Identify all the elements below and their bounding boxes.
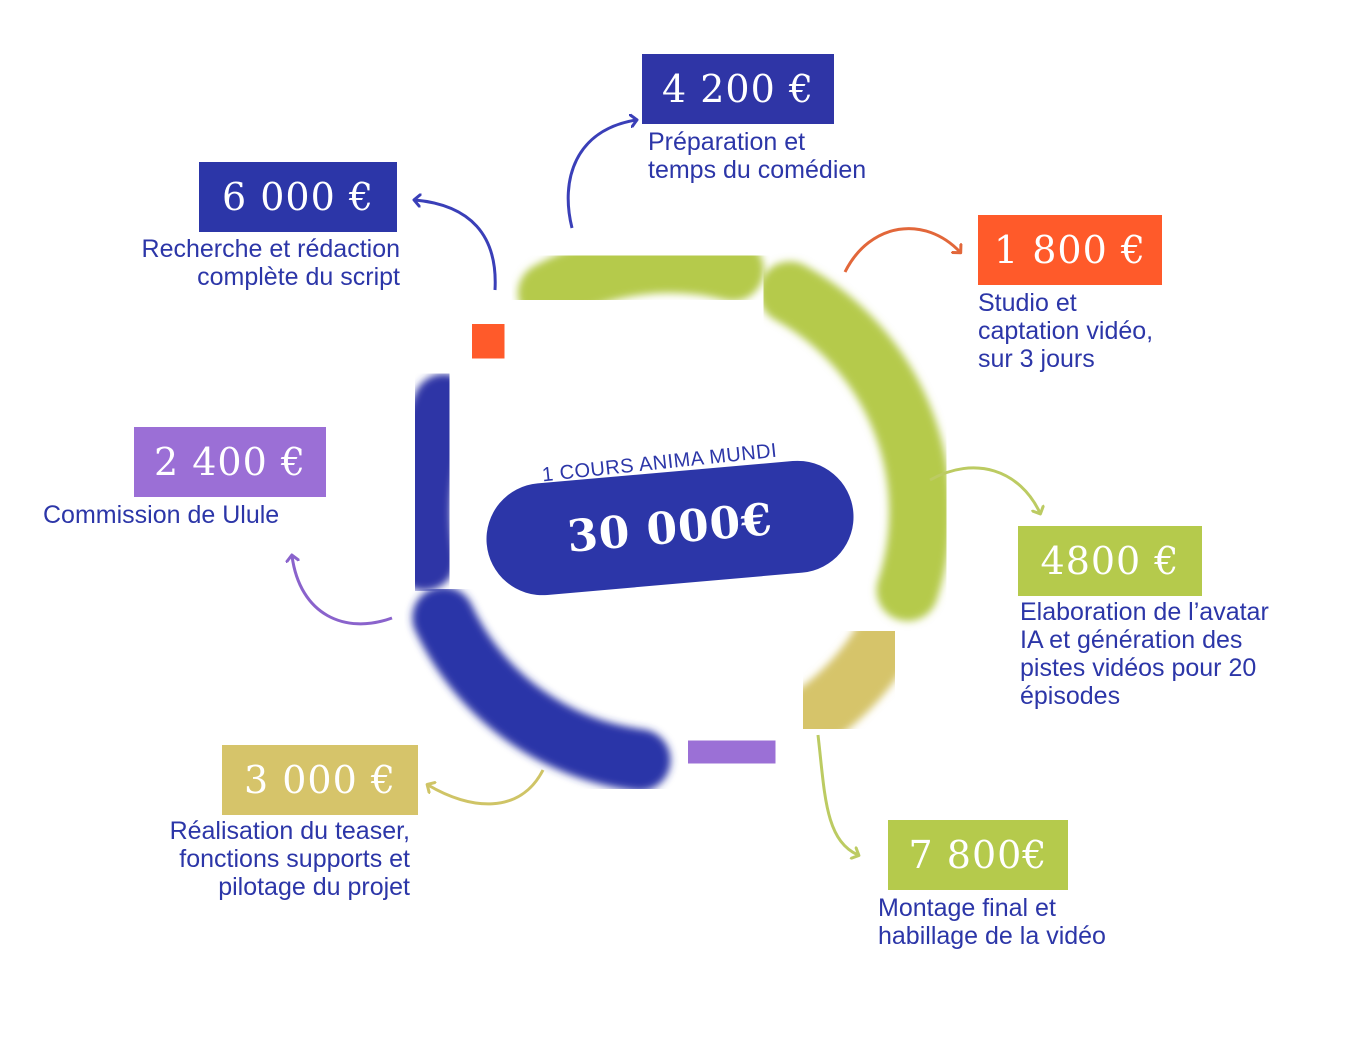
amount-box-montage: 7 800€: [888, 820, 1068, 890]
amount-box-studio: 1 800 €: [978, 215, 1162, 285]
amount-box-avatar: 4800 €: [1018, 526, 1202, 596]
description-preparation: Préparation et temps du comédien: [648, 128, 866, 184]
description-line: Elaboration de l’avatar: [1020, 598, 1269, 626]
description-script: Recherche et rédaction complète du scrip…: [60, 235, 400, 291]
ring-segment-studio: [445, 298, 531, 385]
description-line: pilotage du projet: [218, 873, 410, 901]
description-teaser: Réalisation du teaser, fonctions support…: [90, 817, 410, 901]
description-line: Recherche et rédaction: [141, 235, 400, 263]
description-line: temps du comédien: [648, 156, 867, 184]
arrow-montage: [816, 734, 858, 855]
arrow-teaser: [428, 769, 545, 806]
description-line: Montage final et: [878, 894, 1056, 922]
description-line: IA et génération des: [1020, 626, 1243, 654]
connector-arrows: [292, 120, 1040, 855]
description-montage: Montage final et habillage de la vidéo: [878, 894, 1106, 950]
arrow-studio: [843, 227, 960, 273]
total-amount: 30 000€: [565, 493, 775, 563]
description-studio: Studio et captation vidéo, sur 3 jours: [978, 289, 1153, 373]
description-line: Commission de Ulule: [43, 501, 280, 529]
amount-box-teaser: 3 000 €: [222, 745, 418, 815]
description-line: Studio et: [978, 289, 1077, 317]
ring-segment-teaser: [785, 614, 913, 746]
description-line: pistes vidéos pour 20: [1020, 654, 1257, 682]
description-line: épisodes: [1020, 682, 1121, 710]
description-line: fonctions supports et: [179, 845, 410, 873]
ring-segment-script: [412, 586, 671, 792]
arrow-ulule: [292, 556, 393, 626]
description-line: captation vidéo,: [978, 317, 1154, 345]
description-line: Réalisation du teaser,: [169, 817, 410, 845]
ring-segment-montage: [758, 261, 952, 622]
ring-segment-ulule: [669, 713, 794, 792]
description-avatar: Elaboration de l’avatar IA et génération…: [1020, 598, 1269, 710]
ring-segment-avatar: [517, 231, 764, 325]
arrow-preparation: [566, 120, 636, 229]
amount-box-ulule: 2 400 €: [134, 427, 326, 497]
description-line: sur 3 jours: [978, 345, 1095, 373]
ring-segment-preparation: [389, 373, 476, 591]
description-line: habillage de la vidéo: [878, 922, 1106, 950]
amount-box-preparation: 4 200 €: [642, 54, 834, 124]
arrow-script: [415, 200, 497, 291]
amount-box-script: 6 000 €: [199, 162, 397, 232]
description-line: Préparation et: [648, 128, 806, 156]
description-line: complète du script: [197, 263, 400, 291]
arrow-avatar: [929, 466, 1040, 513]
ring-segments: [389, 231, 952, 792]
description-ulule: Commission de Ulule: [43, 501, 279, 529]
